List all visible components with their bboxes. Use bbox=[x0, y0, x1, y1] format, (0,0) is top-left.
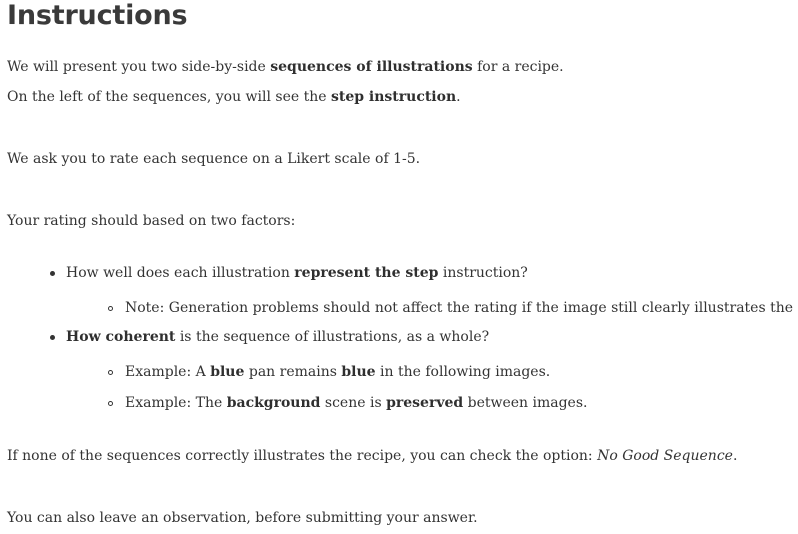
factor-item-2: How coherent is the sequence of illustra… bbox=[66, 327, 489, 347]
observation-text: You can also leave an observation, befor… bbox=[7, 510, 478, 526]
example-1-bold-b: blue bbox=[210, 364, 245, 380]
intro-line-2-text-c: . bbox=[456, 89, 461, 105]
example-2-text-a: Example: The bbox=[125, 395, 227, 411]
factor-2-text-c: is the sequence of illustrations, as a w… bbox=[175, 329, 490, 345]
example-2-text-c: scene is bbox=[320, 395, 387, 411]
example-1-text-a: Example: A bbox=[125, 364, 211, 380]
intro-line-2-text-a: On the left of the sequences, you will s… bbox=[7, 89, 331, 105]
factor-item-1: How well does each illustration represen… bbox=[66, 263, 528, 283]
no-good-text-a: If none of the sequences correctly illus… bbox=[7, 448, 598, 464]
bullet-circle-icon bbox=[108, 306, 113, 311]
intro-line-1: We will present you two side-by-side seq… bbox=[7, 57, 564, 77]
factor-1-bold: represent the step bbox=[294, 265, 439, 281]
intro-line-1-text-a: We will present you two side-by-side bbox=[7, 59, 271, 75]
bullet-disc-icon bbox=[50, 271, 55, 276]
factors-intro: Your rating should based on two factors: bbox=[7, 213, 296, 229]
example-2-text-e: between images. bbox=[463, 395, 588, 411]
bullet-circle-icon bbox=[108, 401, 113, 406]
intro-line-1-text-c: for a recipe. bbox=[472, 59, 564, 75]
no-good-text-c: . bbox=[732, 448, 738, 464]
bullet-circle-icon bbox=[108, 370, 113, 375]
example-2-bold-d: preserved bbox=[386, 395, 464, 411]
factor-2-example-2: Example: The background scene is preserv… bbox=[125, 393, 587, 413]
likert-text: We ask you to rate each sequence on a Li… bbox=[7, 151, 421, 167]
example-1-text-e: in the following images. bbox=[375, 364, 551, 380]
intro-line-2-bold: step instruction bbox=[331, 89, 457, 105]
factor-2-bold: How coherent bbox=[66, 329, 176, 345]
example-1-text-c: pan remains bbox=[244, 364, 342, 380]
factor-1-text-c: instruction? bbox=[438, 265, 528, 281]
example-2-bold-b: background bbox=[226, 395, 321, 411]
no-good-option-name: No Good Sequence bbox=[597, 448, 733, 464]
no-good-sequence-text: If none of the sequences correctly illus… bbox=[7, 446, 737, 466]
intro-line-2: On the left of the sequences, you will s… bbox=[7, 87, 461, 107]
factor-2-example-1: Example: A blue pan remains blue in the … bbox=[125, 362, 550, 382]
page-title: Instructions bbox=[7, 0, 188, 31]
factor-1-text-a: How well does each illustration bbox=[66, 265, 295, 281]
factor-1-note: Note: Generation problems should not aff… bbox=[125, 300, 798, 316]
example-1-bold-d: blue bbox=[341, 364, 376, 380]
bullet-disc-icon bbox=[50, 335, 55, 340]
intro-line-1-bold: sequences of illustrations bbox=[270, 59, 473, 75]
